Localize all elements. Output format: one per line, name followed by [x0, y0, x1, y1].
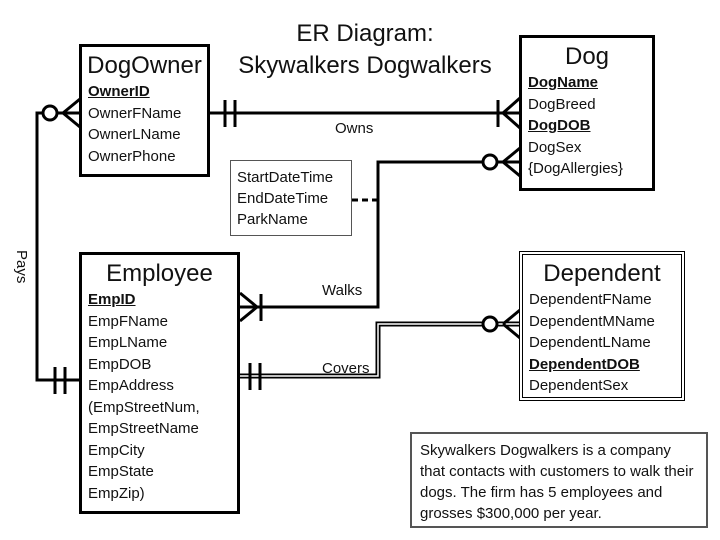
attribute: EmpLName: [88, 334, 168, 351]
key-attribute: DependentDOB: [529, 355, 640, 373]
attribute: OwnerPhone: [88, 147, 176, 165]
attribute: DogSex: [528, 138, 582, 156]
attribute: (EmpStreetNum,: [88, 398, 200, 416]
attribute: EmpFName: [88, 312, 169, 330]
attribute: DependentSex: [529, 377, 629, 394]
attribute: EmpState: [88, 463, 154, 480]
walks-attributes-box: StartDateTime EndDateTime ParkName: [230, 160, 352, 236]
pays-label: Pays: [13, 250, 30, 284]
covers-connector: [240, 308, 521, 390]
diagram-title-line-2: Skywalkers Dogwalkers: [238, 52, 492, 79]
key-attribute: DogName: [528, 74, 599, 91]
attribute: OwnerFName: [88, 104, 182, 122]
attribute: DependentLName: [529, 334, 651, 351]
attribute: {DogAllergies}: [528, 160, 624, 177]
entity-name: Dog: [564, 43, 610, 70]
owns-label: Owns: [335, 120, 374, 137]
attribute: DogBreed: [528, 95, 596, 113]
attribute: DependentFName: [529, 291, 652, 308]
pays-connector: [35, 97, 81, 394]
attribute: EmpZip): [88, 484, 145, 502]
diagram-title-line-1: ER Diagram:: [296, 20, 434, 47]
attribute: OwnerLName: [88, 126, 181, 143]
covers-label: Covers: [322, 360, 370, 377]
walks-attribute: EndDateTime: [237, 190, 329, 207]
entity-name: Dependent: [543, 260, 661, 287]
description-note: Skywalkers Dogwalkers is a company that …: [410, 432, 708, 528]
key-attribute: EmpID: [88, 291, 136, 308]
walks-attribute: ParkName: [237, 211, 308, 228]
owns-connector: [209, 96, 521, 130]
walks-attribute: StartDateTime: [237, 169, 334, 186]
attribute: EmpStreetName: [88, 420, 199, 437]
attribute: DependentMName: [529, 312, 655, 330]
key-attribute: OwnerID: [88, 83, 150, 100]
attribute: EmpDOB: [88, 355, 152, 373]
attribute: EmpCity: [88, 441, 145, 459]
diagram-title: ER Diagram: Skywalkers Dogwalkers: [220, 18, 510, 82]
attribute: EmpAddress: [88, 377, 174, 394]
walks-label: Walks: [322, 282, 363, 299]
key-attribute: DogDOB: [528, 117, 591, 134]
entity-name: DogOwner: [87, 52, 202, 79]
entity-name: Employee: [106, 260, 213, 287]
walks-connector: [239, 146, 521, 323]
